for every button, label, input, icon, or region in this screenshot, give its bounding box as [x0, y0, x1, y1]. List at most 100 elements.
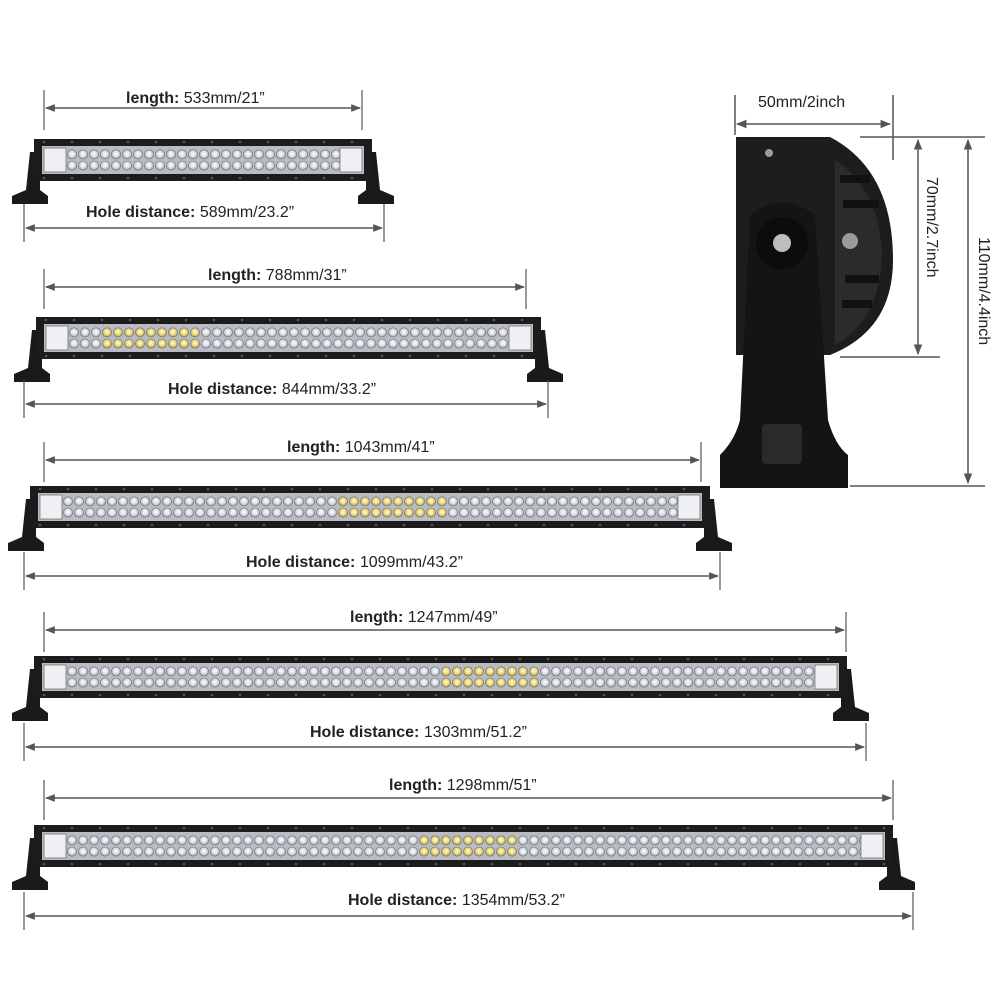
rivet [150, 487, 154, 491]
rivet [882, 862, 886, 866]
rivet [374, 523, 378, 527]
led [184, 496, 194, 507]
led [276, 835, 286, 846]
led [212, 327, 222, 338]
rivet [290, 523, 294, 527]
rivet [318, 523, 322, 527]
led [331, 160, 341, 171]
rivet [126, 140, 130, 144]
led [144, 846, 154, 857]
led [584, 666, 594, 677]
led [826, 846, 836, 857]
rivet [262, 523, 266, 527]
led [749, 666, 759, 677]
led [223, 327, 233, 338]
led [382, 507, 392, 518]
led [536, 496, 546, 507]
rivet [854, 862, 858, 866]
rivet [266, 176, 270, 180]
led [404, 507, 414, 518]
rivet [654, 487, 658, 491]
led [166, 677, 176, 688]
led [278, 338, 288, 349]
led [63, 496, 73, 507]
led [580, 507, 590, 518]
led [195, 496, 205, 507]
led [492, 507, 502, 518]
led [485, 677, 495, 688]
left-flood-module [45, 325, 69, 351]
rivet [798, 693, 802, 697]
led [243, 846, 253, 857]
rivet [518, 657, 522, 661]
rivet [154, 657, 158, 661]
led [155, 666, 165, 677]
led [375, 666, 385, 677]
rivet [490, 657, 494, 661]
side-view-light [720, 137, 893, 488]
led [474, 846, 484, 857]
led [760, 846, 770, 857]
rivet [98, 862, 102, 866]
led [672, 677, 682, 688]
led [243, 160, 253, 171]
led [529, 666, 539, 677]
led [287, 160, 297, 171]
rivet [714, 693, 718, 697]
led [333, 327, 343, 338]
rivet [350, 176, 354, 180]
led [67, 666, 77, 677]
led [465, 327, 475, 338]
led [661, 846, 671, 857]
led [771, 677, 781, 688]
led [250, 507, 260, 518]
led [89, 666, 99, 677]
led [377, 327, 387, 338]
rivet [406, 826, 410, 830]
light-bars [8, 90, 915, 930]
led [606, 846, 616, 857]
rivet [546, 657, 550, 661]
rivet [266, 657, 270, 661]
rivet [486, 487, 490, 491]
rivet [686, 826, 690, 830]
rivet [770, 657, 774, 661]
led [151, 496, 161, 507]
led [419, 846, 429, 857]
led [683, 846, 693, 857]
rivet [210, 140, 214, 144]
led [474, 835, 484, 846]
led [716, 846, 726, 857]
rivet [492, 354, 496, 358]
led [694, 677, 704, 688]
led [74, 507, 84, 518]
rivet [798, 862, 802, 866]
rivet [514, 523, 518, 527]
rivet [98, 826, 102, 830]
rivet [458, 523, 462, 527]
led [217, 496, 227, 507]
rivet [490, 826, 494, 830]
rivet [182, 657, 186, 661]
led [498, 338, 508, 349]
led [738, 846, 748, 857]
rivet [238, 176, 242, 180]
led [287, 666, 297, 677]
bracket-bolt-icon [773, 234, 791, 252]
led [298, 677, 308, 688]
led [184, 507, 194, 518]
bar-5-hole-label: Hole distance: 1354mm/53.2” [348, 892, 565, 909]
rivet [154, 140, 158, 144]
led [771, 835, 781, 846]
led [668, 496, 678, 507]
led [547, 507, 557, 518]
rivet [240, 354, 244, 358]
rivet [826, 826, 830, 830]
led [705, 677, 715, 688]
led [525, 507, 535, 518]
rivet [434, 862, 438, 866]
led [320, 149, 330, 160]
rivet [574, 693, 578, 697]
led [122, 846, 132, 857]
rivet [626, 487, 630, 491]
